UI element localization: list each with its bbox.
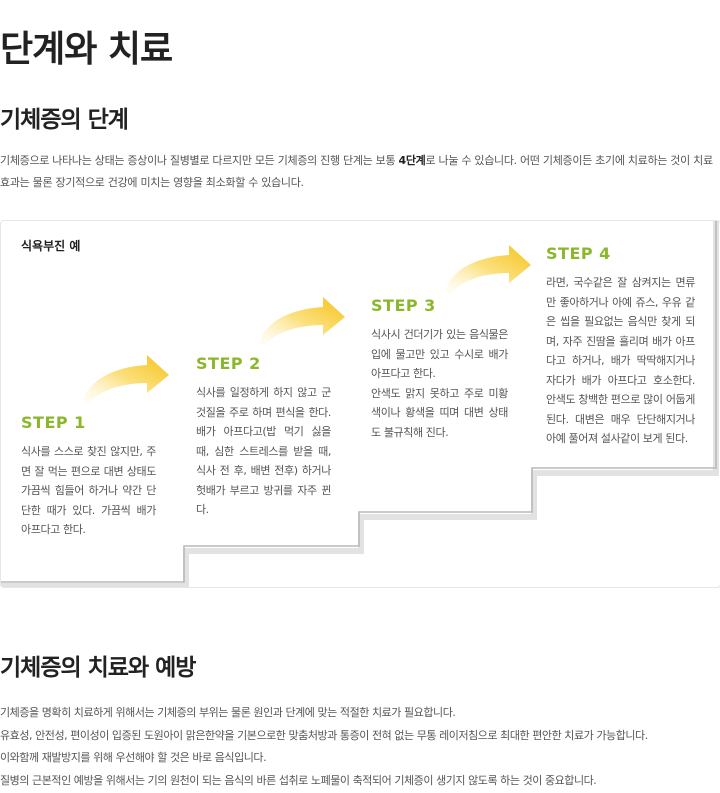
treatment-line: 이와함께 재발방지를 위해 우선해야 할 것은 바로 음식입니다. [0,751,267,765]
step-description: 식사시 건더기가 있는 음식물은 입에 물고만 있고 수시로 배가 아프다고 한… [371,328,508,439]
step-arrow-icon [83,355,169,403]
stages-intro-text-2: 로 나눌 수 있습니다. 어떤 기체증이든 초기에 치료하는 것이 치료효과는 … [0,154,713,189]
page-title: 단계와 치료 [0,29,173,70]
stages-intro-text-1: 기체증으로 나타나는 상태는 증상이나 질병별로 다르지만 모든 기체증의 진행… [0,154,399,167]
step-4: STEP 4 라면, 국수같은 잘 삼켜지는 면류만 좋아하거나 아예 쥬스, … [546,244,695,449]
step-description: 라면, 국수같은 잘 삼켜지는 면류만 좋아하거나 아예 쥬스, 우유 같은 씹… [546,276,695,445]
stages-intro: 기체증으로 나타나는 상태는 증상이나 질병별로 다르지만 모든 기체증의 진행… [0,150,720,194]
step-description: 식사를 스스로 찾진 않지만, 주면 잘 먹는 편으로 대변 상태도 가끔씩 힘… [21,445,156,536]
treatment-title: 기체증의 치료와 예방 [0,655,196,681]
staircase-graphic [1,221,719,587]
step-title: STEP 2 [196,354,261,373]
step-arrow-icon [259,297,345,345]
diagram-label: 식욕부진 예 [21,239,81,253]
treatment-line: 기체증을 명확히 치료하게 위해서는 기체증의 부위는 물론 원인과 단계에 맞… [0,706,456,719]
stages-intro-bold: 4단계 [398,154,426,167]
step-arrow-icon [445,245,531,293]
treatment-line: 질병의 근본적인 예방을 위해서는 기의 원천이 되는 음식의 바른 섭취로 노… [0,774,597,788]
step-3: STEP 3 식사시 건더기가 있는 음식물은 입에 물고만 있고 수시로 배가… [371,296,508,442]
step-title: STEP 1 [21,413,86,432]
step-title: STEP 4 [546,244,611,263]
step-2: STEP 2 식사를 일정하게 하지 않고 군것질을 주로 하며 편식을 한다.… [196,354,331,520]
staircase-outline [1,221,717,583]
treatment-line: 유효성, 안전성, 편이성이 입증된 도원아이 맑은한약을 기본으로한 맞춤처방… [0,728,648,742]
stages-diagram: 식욕부진 예 STEP 1 식사를 스스로 찾진 않지만, 주면 잘 먹는 편으… [0,220,720,588]
step-1: STEP 1 식사를 스스로 찾진 않지만, 주면 잘 먹는 편으로 대변 상태… [21,413,156,540]
stages-title: 기체증의 단계 [0,107,129,133]
treatment-body: 기체증을 명확히 치료하게 위해서는 기체증의 부위는 물론 원인과 단계에 맞… [0,702,720,793]
step-description: 식사를 일정하게 하지 않고 군것질을 주로 하며 편식을 한다.배가 아프다고… [196,386,331,516]
staircase-shadow [1,221,719,587]
step-title: STEP 3 [371,296,436,315]
